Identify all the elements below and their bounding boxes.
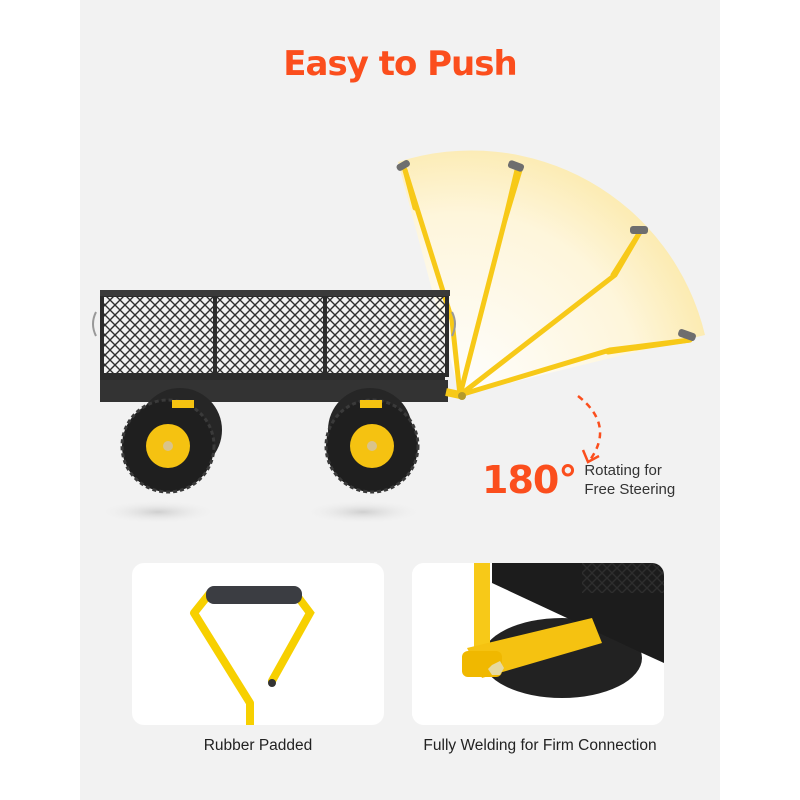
rubber-grips <box>396 160 696 341</box>
cart-bed <box>92 290 466 402</box>
wheels <box>120 388 420 494</box>
feature-caption-rubber-padded: Rubber Padded <box>203 737 313 754</box>
rotation-callout: 180° Rotating for Free Steering <box>482 458 675 502</box>
garden-cart-illustration <box>92 150 705 524</box>
rotation-description: Rotating for Free Steering <box>584 462 676 498</box>
page-title: Easy to Push <box>283 44 517 84</box>
padded-handle-image <box>190 586 315 725</box>
feature-card-rubber-padded <box>132 563 384 725</box>
feature-card-welding <box>412 563 664 725</box>
cart-hero-image <box>80 140 720 540</box>
handle-positions <box>402 167 693 398</box>
rotation-arrow-icon <box>577 395 602 464</box>
feature-caption-welding: Fully Welding for Firm Connection <box>423 737 657 754</box>
rotation-degree: 180° <box>482 458 577 502</box>
welded-joint-image <box>412 563 664 725</box>
